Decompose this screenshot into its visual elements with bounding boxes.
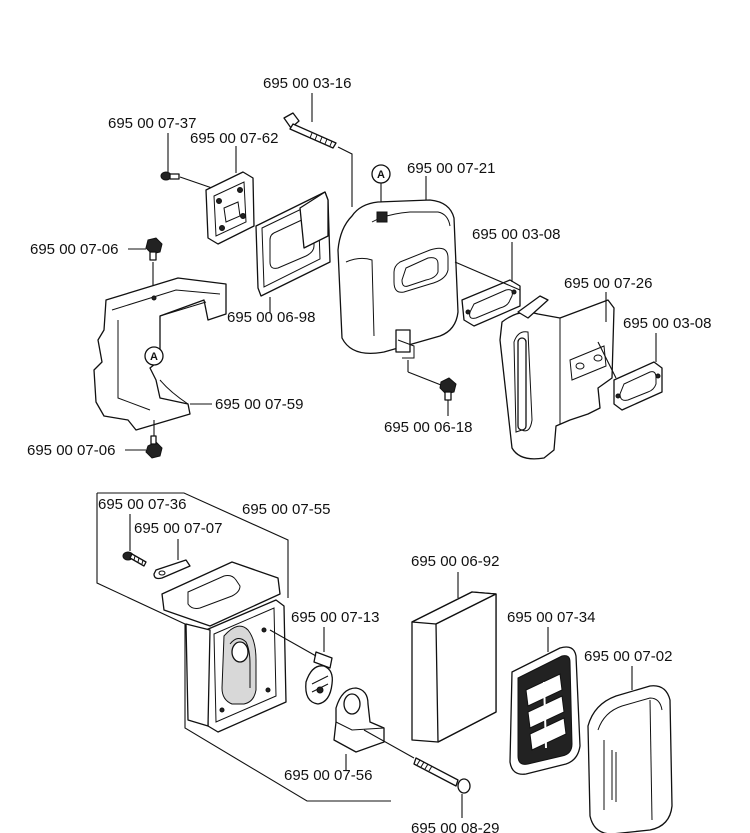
plate-part: [205, 171, 255, 245]
label-heat-shield: 695 00 07-26: [564, 275, 652, 292]
filter-holder-part: [509, 646, 581, 775]
label-screw-filter: 695 00 07-36: [98, 496, 186, 513]
bolt-top-part: [283, 112, 337, 149]
label-guard: 695 00 07-59: [215, 396, 303, 413]
label-bolt-top: 695 00 03-16: [263, 75, 351, 92]
label-bracket: 695 00 07-56: [284, 767, 372, 784]
ref-a-top-text: A: [377, 169, 385, 181]
heat-shield-part: [499, 295, 615, 460]
label-gasket-right: 695 00 03-08: [623, 315, 711, 332]
label-filter-holder: 695 00 07-34: [507, 609, 595, 626]
label-filter-cover: 695 00 07-02: [584, 648, 672, 665]
filter-element-part: [411, 591, 497, 743]
assembly-bracket-left: [96, 493, 391, 802]
label-choke: 695 00 07-13: [291, 609, 379, 626]
label-plate: 695 00 07-62: [190, 130, 278, 147]
nut-bottom-part: [145, 435, 163, 459]
leader-bolt-bottom-axis: [363, 729, 415, 759]
filter-housing-part: [161, 561, 287, 733]
label-gasket-mid: 695 00 03-08: [472, 226, 560, 243]
filter-cover-part: [587, 685, 673, 833]
label-nut-left: 695 00 07-06: [30, 241, 118, 258]
assembly-bracket-top: [97, 492, 289, 598]
bracket-part: [333, 687, 385, 753]
label-filter-element: 695 00 06-92: [411, 553, 499, 570]
leader-gasket-right-axis: [597, 341, 617, 379]
leader-bolt-axis: [337, 146, 353, 207]
leader-screw-axis: [179, 176, 213, 189]
gasket-mid-part: [461, 279, 521, 327]
ref-mark-a-left: A: [144, 346, 164, 366]
choke-part: [305, 651, 333, 705]
leader-choke-axis: [269, 629, 317, 657]
leader-screw-axis-2: [407, 371, 442, 386]
label-muffler: 695 00 07-21: [407, 160, 495, 177]
ref-a-left-text: A: [150, 351, 158, 363]
muffler-part: [337, 199, 459, 359]
nut-left-part: [145, 237, 163, 261]
screw-muffler-part: [439, 377, 457, 401]
label-screw-muffler: 695 00 06-18: [384, 419, 472, 436]
label-screw-small: 695 00 07-37: [108, 115, 196, 132]
bolt-bottom-part: [413, 757, 471, 794]
label-gasket-inner: 695 00 06-98: [227, 309, 315, 326]
label-clip: 695 00 07-07: [134, 520, 222, 537]
gasket-inner-part: [255, 191, 331, 297]
ref-mark-a-top: A: [371, 164, 391, 184]
screw-small-part: [160, 171, 180, 181]
leader-gasket-axis: [454, 261, 521, 291]
screw-filter-part: [122, 551, 147, 567]
label-filter-assembly: 695 00 07-55: [242, 501, 330, 518]
gasket-right-part: [613, 361, 663, 411]
clip-part: [153, 559, 191, 580]
label-bolt-bottom: 695 00 08-29: [411, 820, 499, 833]
label-nut-bottom: 695 00 07-06: [27, 442, 115, 459]
